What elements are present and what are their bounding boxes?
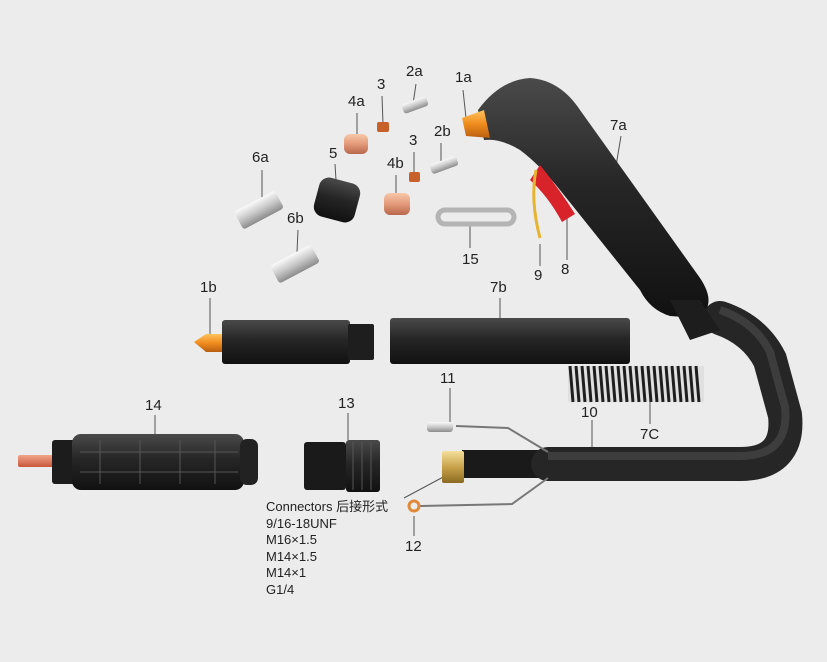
part-9-wire bbox=[532, 169, 542, 239]
part-12-ring bbox=[407, 499, 421, 513]
part-8-trigger bbox=[530, 165, 575, 222]
part-13-nut bbox=[304, 440, 380, 492]
label-9: 9 bbox=[534, 267, 543, 284]
part-7c-spring bbox=[568, 365, 704, 403]
label-11: 11 bbox=[440, 370, 456, 387]
part-6b-spacer bbox=[271, 245, 319, 283]
part-7a-torch-handle bbox=[462, 78, 720, 340]
part-10-hose bbox=[407, 301, 803, 513]
part-7b-tube bbox=[390, 318, 630, 364]
connector-item: M16×1.5 bbox=[266, 532, 317, 547]
part-14-handle bbox=[18, 434, 258, 490]
label-10: 10 bbox=[581, 404, 598, 421]
label-4a: 4a bbox=[348, 93, 365, 110]
label-2b: 2b bbox=[434, 123, 451, 140]
connector-item: M14×1 bbox=[266, 565, 307, 580]
part-2b-electrode bbox=[429, 156, 459, 174]
part-4a-nozzle bbox=[344, 134, 368, 154]
label-6a: 6a bbox=[252, 149, 269, 166]
connector-item: G1/4 bbox=[266, 581, 295, 597]
part-3a-swirl-ring bbox=[377, 122, 389, 132]
label-1a: 1a bbox=[455, 69, 472, 86]
label-7a: 7a bbox=[610, 117, 627, 134]
label-6b: 6b bbox=[287, 210, 304, 227]
label-4b: 4b bbox=[387, 155, 404, 172]
part-1b-body bbox=[194, 320, 374, 364]
part-4b-nozzle bbox=[384, 193, 410, 215]
label-2a: 2a bbox=[406, 63, 423, 80]
part-3b-swirl-ring bbox=[409, 172, 420, 182]
label-3-lower: 3 bbox=[409, 132, 418, 149]
label-12: 12 bbox=[405, 538, 422, 555]
label-13: 13 bbox=[338, 395, 355, 412]
connectors-title: Connectors 后接形式 bbox=[266, 499, 389, 514]
label-8: 8 bbox=[561, 261, 570, 278]
part-15-gasket bbox=[435, 207, 517, 227]
label-7b: 7b bbox=[490, 279, 507, 296]
part-5-shield-cup bbox=[313, 177, 361, 223]
part-6a-spacer bbox=[235, 191, 283, 229]
part-2a-electrode bbox=[401, 96, 429, 114]
label-7c: 7C bbox=[640, 426, 660, 443]
label-14: 14 bbox=[145, 397, 162, 414]
connector-item: M14×1.5 bbox=[266, 548, 317, 564]
label-1b: 1b bbox=[200, 279, 217, 296]
label-5: 5 bbox=[329, 145, 338, 162]
part-11-connector bbox=[427, 422, 453, 432]
label-15: 15 bbox=[462, 251, 479, 268]
connectors-list: Connectors 后接形式 9/16-18UNF M16×1.5 M14×1… bbox=[266, 499, 388, 598]
label-3-upper: 3 bbox=[377, 76, 386, 93]
connector-item: 9/16-18UNF bbox=[266, 515, 337, 531]
